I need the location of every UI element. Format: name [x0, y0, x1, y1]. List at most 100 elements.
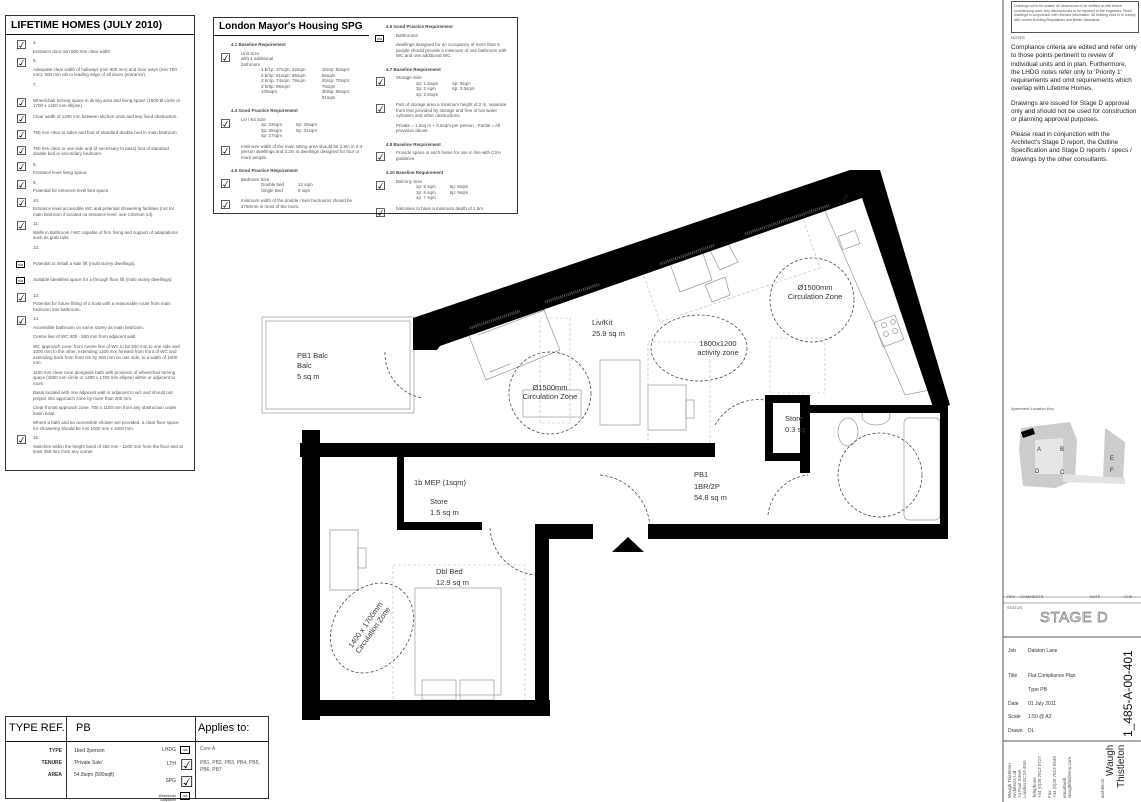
checklist-item: ☑5.Adequate clear width of hallways (min… [6, 57, 194, 78]
checkbox-checked-icon: ☑ [16, 314, 27, 328]
store-area: 1.5 sq m [430, 508, 459, 517]
criterion-text: Accessible bathroom on same storey as ma… [33, 324, 145, 330]
checklist-item: 7. [6, 82, 194, 94]
criterion-number: 8. [33, 161, 37, 167]
status-stamp: STAGE D [1040, 609, 1109, 627]
logo-line: Waugh [1105, 744, 1116, 776]
criterion-number: 15. [33, 435, 40, 440]
note-paragraph: Drawings are issued for Stage D approval… [1011, 99, 1137, 124]
notes-label: NOTES [1011, 35, 1025, 40]
address-line: London EC2A 4NA [1022, 760, 1027, 798]
living-south-wall [300, 443, 715, 457]
criterion-text: Entrance level accessible WC and potenti… [33, 206, 175, 217]
criterion-number: 12. [33, 244, 40, 250]
spg-value: 8 sqm [298, 187, 311, 193]
na-box-icon: n/a [180, 746, 190, 754]
circ-zone-label: Ø1500mm [532, 383, 567, 392]
hall-south-wall-right [648, 524, 948, 539]
checkbox-checked-icon: ☑ [375, 102, 386, 116]
note-paragraph: Compliance criteria are edited and refer… [1011, 44, 1137, 93]
spg-item: ☑ Part of storage area a minimum height o… [369, 102, 517, 134]
criterion-text: Potential to install a stair lift (multi… [33, 260, 136, 266]
fax: Fax+44 (0)20 7613 5549 [1047, 756, 1057, 798]
checkbox-checked-icon: ☑ [180, 774, 194, 791]
spg-value: 2b/4p: 70sqm: 75sqm [321, 78, 351, 89]
date-label: Date [1008, 701, 1019, 707]
title-label: Title [1008, 673, 1018, 679]
rev-header: REV [1007, 594, 1016, 599]
east-wall [940, 405, 948, 535]
type-row-label: TENURE [41, 760, 62, 766]
spg-item-sub: with 1 additional bathroom [241, 56, 274, 67]
unit-type: 1BR/2P [694, 482, 720, 491]
circ-zone-label: Circulation Zone [523, 392, 578, 401]
checklist-item: ☑9.Potential for entrance level bed spac… [6, 177, 194, 194]
bathroom-north-wall [808, 405, 948, 413]
store-small-label: Store [785, 414, 803, 423]
spg-panel: London Mayor's Housing SPG 4.1 Baseline … [213, 17, 370, 214]
spg-item-label: Bathrooms [396, 32, 418, 38]
fax-value: +44 (0)20 7613 5549 [1052, 756, 1057, 798]
standard-label: LTH [166, 761, 176, 767]
criterion-text: 1100 mm clear zone alongside bath with p… [33, 369, 176, 386]
checkbox-checked-icon: ☑ [16, 111, 27, 126]
criterion-text: Potential for future fitting of a hoist … [33, 301, 171, 312]
criterion-text: Walls in Bathroom / WC capable of firm f… [33, 229, 178, 241]
note-paragraph: Please read in conjunction with the Arch… [1011, 130, 1132, 163]
telephone-value: +44 (0)20 7613 5727 [1037, 756, 1042, 798]
room-area-liv-kit: 25.9 sq m [592, 329, 625, 338]
spg-value: 3p: 6 sqm [416, 189, 436, 195]
criterion-text: Adequate clear width of hallways (min 90… [33, 66, 177, 78]
spg-value: 1 b/1p: 37sqm: 42sqm [261, 67, 306, 72]
criterion-text: Suitable identified space for a through … [33, 276, 173, 282]
spg-value: 2 b/3p: 61sqm: 66sqm [261, 72, 306, 78]
spg-item-text: dwellings designed for an occupancy of m… [396, 42, 507, 58]
checkbox-checked-icon: ☑ [220, 116, 231, 131]
spg-item-text: Private = 1.5sq m + 0.5sqm per person ; … [396, 122, 501, 134]
type-table: TYPE REF. PB Applies to: Core A PB1, PB2… [5, 716, 269, 802]
checkbox-checked-icon: ☑ [375, 178, 386, 193]
checkbox-checked-icon: ☑ [16, 177, 27, 192]
logo-line: Thistleton [1116, 744, 1127, 788]
checkbox-checked-icon: ☑ [16, 38, 27, 52]
spg-item-label: Part of storage area a minimum height of… [396, 102, 507, 118]
balcony-sub: Balc [297, 361, 312, 370]
bedroom-east-wall [535, 525, 549, 715]
scale-value: 1:50 @ A3 [1028, 714, 1052, 720]
spg-value: 5p: 8sqm [449, 184, 469, 189]
activity-zone-label: 1800x1200 [699, 339, 736, 348]
type-ref-label: TYPE REF. [9, 722, 65, 734]
checkbox-checked-icon: ☑ [375, 205, 386, 220]
unit-location-highlight [1021, 428, 1035, 438]
drawn-value: DL [1028, 728, 1035, 734]
section-heading: 4.8 Baseline Requirement [386, 141, 441, 147]
checkbox-checked-icon: ☑ [16, 95, 27, 110]
applies-units: PB1, PB2, PB3, PB4, PB5, PB6, PB7 [200, 760, 260, 773]
criterion-number: 14. [33, 316, 40, 321]
telephone: Telephone+44 (0)20 7613 5727 [1032, 756, 1042, 798]
standard-label: LHDG [162, 747, 176, 753]
type-row-value: 54.8sqm (590sqft) [74, 772, 115, 778]
circulation-zone-kitchen [769, 257, 855, 343]
checkbox-checked-icon: ☑ [220, 176, 231, 191]
unit-label: PB1 [694, 470, 708, 479]
spg-value: 2p: 5 sqm [416, 184, 436, 189]
section-heading: 4.5 Good Practice Requirement [231, 168, 298, 173]
checklist-item: ☑750 mm clear to one side and (if necess… [6, 145, 194, 158]
checklist-item: ☑8.Entrance level living space. [6, 161, 194, 176]
checklist-item: ☑11.Walls in Bathroom / WC capable of fi… [6, 220, 194, 241]
wc [837, 417, 859, 447]
date-header: DATE [1090, 594, 1101, 599]
title-value: Flat Compliance Plan [1028, 673, 1076, 679]
comments-header: COMMENTS [1020, 594, 1044, 599]
spg-item-label: Storage Size [396, 75, 422, 80]
